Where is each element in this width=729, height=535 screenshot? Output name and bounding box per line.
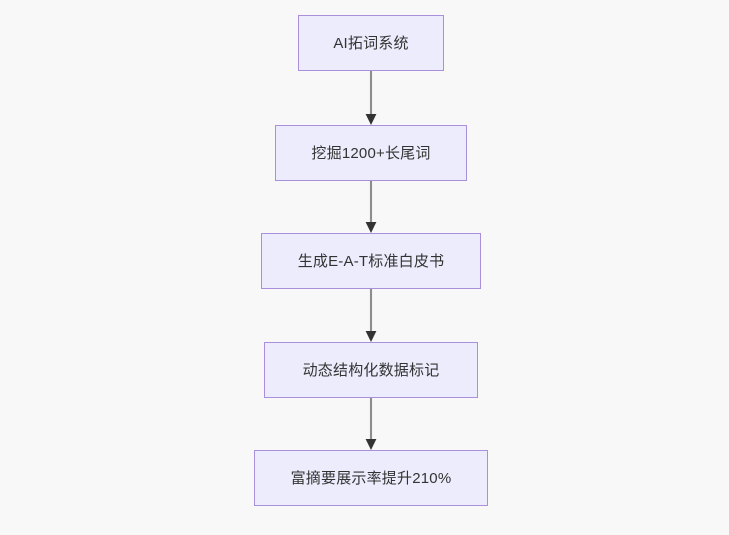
- flowchart-node-generate-eat-whitepaper[interactable]: 生成E-A-T标准白皮书: [261, 233, 481, 289]
- arrow-down-icon: [365, 222, 377, 233]
- flowchart-node-rich-snippet-rate-increase[interactable]: 富摘要展示率提升210%: [254, 450, 488, 506]
- node-label: 动态结构化数据标记: [302, 361, 440, 379]
- arrow-down-icon: [365, 114, 377, 125]
- edge-node-3-to-node-4: [365, 398, 377, 450]
- edge-node-2-to-node-3: [365, 289, 377, 342]
- edge-node-0-to-node-1: [365, 71, 377, 125]
- flowchart-node-ai-keyword-system[interactable]: AI拓词系统: [298, 15, 444, 71]
- node-label: 生成E-A-T标准白皮书: [297, 252, 445, 270]
- edge-node-1-to-node-2: [365, 181, 377, 233]
- node-label: 富摘要展示率提升210%: [290, 469, 452, 487]
- arrow-down-icon: [365, 331, 377, 342]
- node-label: AI拓词系统: [333, 34, 409, 52]
- flowchart-node-mine-longtail-keywords[interactable]: 挖掘1200+长尾词: [275, 125, 467, 181]
- flowchart-node-dynamic-structured-data-markup[interactable]: 动态结构化数据标记: [264, 342, 478, 398]
- node-label: 挖掘1200+长尾词: [311, 144, 431, 162]
- arrow-down-icon: [365, 439, 377, 450]
